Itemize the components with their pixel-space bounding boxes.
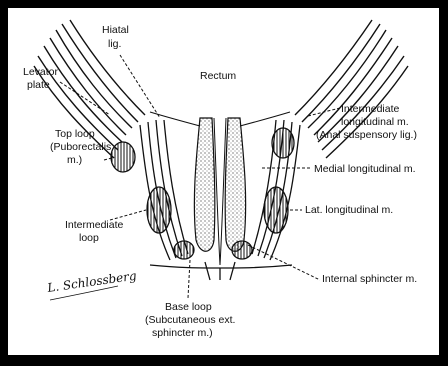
label-internal-sphincter: Internal sphincter m. bbox=[322, 273, 417, 285]
hiatal-ligament bbox=[150, 112, 290, 126]
internal-sphincter-right bbox=[225, 118, 245, 251]
internal-sphincter-left bbox=[194, 118, 214, 251]
diagram-panel: Hiatal lig. Levator plate Rectum Interme… bbox=[8, 8, 439, 355]
label-levator-plate: Levator plate bbox=[23, 66, 61, 91]
artist-signature: L. Schlossberg bbox=[45, 269, 137, 296]
intermediate-loop-left bbox=[147, 187, 171, 233]
intermediate-loop-right bbox=[264, 187, 288, 233]
anal-verge bbox=[150, 262, 292, 280]
label-medial-longitudinal: Medial longitudinal m. bbox=[314, 163, 416, 175]
rectum-lumen bbox=[214, 118, 226, 265]
base-loop-left bbox=[174, 241, 194, 259]
top-loop-right bbox=[272, 128, 294, 158]
label-hiatal: Hiatal lig. bbox=[102, 24, 132, 50]
base-loop-right bbox=[232, 241, 252, 259]
label-intermediate-longitudinal: Intermediate longitudinal m. (Anal suspe… bbox=[316, 103, 417, 141]
top-loop-left bbox=[111, 142, 135, 172]
label-intermediate-loop: Intermediate loop bbox=[65, 219, 126, 244]
label-rectum: Rectum bbox=[200, 70, 236, 82]
label-base-loop: Base loop (Subcutaneous ext. sphincter m… bbox=[145, 301, 238, 339]
anal-canal-diagram: Hiatal lig. Levator plate Rectum Interme… bbox=[8, 8, 439, 355]
label-lat-longitudinal: Lat. longitudinal m. bbox=[305, 204, 393, 216]
